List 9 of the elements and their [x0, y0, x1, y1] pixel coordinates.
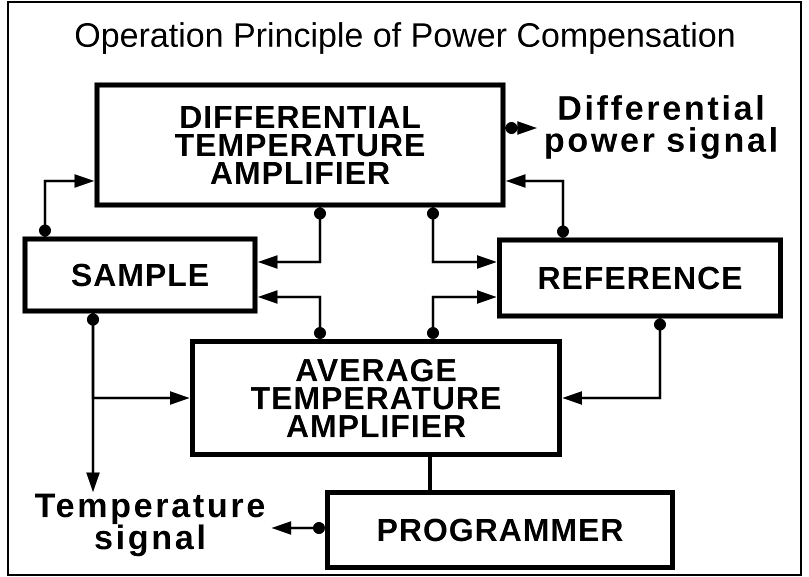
signal-label: Differential power signal [546, 95, 776, 159]
block-box: DIFFERENTIAL TEMPERATURE AMPLIFIER [94, 82, 506, 208]
block-box: PROGRAMMER [325, 490, 675, 570]
block-box: SAMPLE [22, 236, 258, 314]
connector [428, 457, 432, 490]
signal-label: Temperature signal [35, 494, 264, 556]
block-box: AVERAGE TEMPERATURE AMPLIFIER [190, 339, 562, 457]
title: Operation Principle of Power Compensation [76, 22, 734, 54]
block-box: REFERENCE [497, 238, 783, 318]
